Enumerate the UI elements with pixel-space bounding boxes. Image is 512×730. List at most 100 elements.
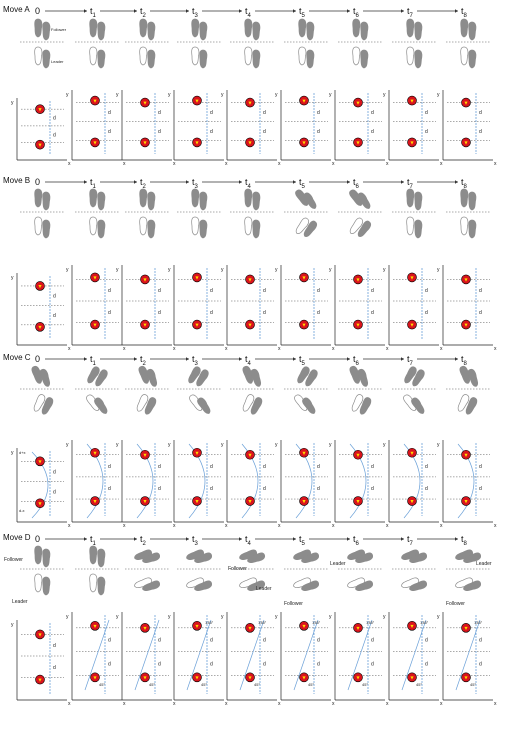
foot-shape: [349, 217, 364, 234]
follower-marker: [407, 95, 417, 106]
leader-foot-icon: [457, 394, 470, 412]
marker-arrow: [93, 624, 97, 629]
foot-shape: [294, 394, 308, 411]
foot-shape: [147, 191, 156, 211]
follower-label: Follower: [446, 601, 465, 607]
follower-label: Follower: [51, 27, 67, 32]
marker-arrow: [195, 451, 199, 455]
distance-label: d: [371, 464, 374, 470]
distance-label: d: [263, 464, 266, 470]
foot-shape: [97, 21, 106, 41]
foot-shape: [41, 397, 54, 415]
leader-marker: [461, 672, 471, 683]
leader-foot-icon: [194, 580, 213, 592]
leader-marker: [245, 319, 255, 330]
marker-arrow: [195, 323, 199, 327]
foot-shape: [460, 18, 469, 38]
foot-shape: [89, 46, 98, 66]
leader-foot-icon: [303, 220, 318, 237]
distance-label: d: [317, 464, 320, 470]
x-axis-label: x: [494, 346, 497, 352]
foot-shape: [244, 216, 253, 236]
y-axis-label: y: [221, 267, 224, 273]
timeline-arrowhead: [84, 180, 87, 184]
leader-foot-icon: [97, 219, 106, 239]
follower-foot-icon: [463, 552, 482, 564]
leader-foot-icon: [147, 49, 156, 69]
marker-arrow: [356, 278, 360, 282]
time-label-base: t: [407, 354, 410, 364]
leader-foot-icon: [142, 580, 161, 592]
time-label: t7: [407, 354, 414, 367]
leader-foot-icon: [199, 49, 208, 69]
marker-arrow: [143, 323, 147, 327]
x-axis-label: x: [225, 346, 228, 352]
distance-label: d: [108, 310, 111, 316]
distance-label: d: [210, 310, 213, 316]
y-axis-label: y: [383, 614, 386, 620]
follower-foot-icon: [355, 552, 374, 564]
y-axis-label: y: [329, 614, 332, 620]
angle-label: 45°: [201, 682, 207, 687]
angle-label: 135°: [474, 620, 483, 625]
foot-shape: [191, 18, 200, 38]
leader-foot-icon: [460, 216, 469, 236]
time-label-base: t: [299, 177, 302, 187]
y-axis-label: y: [221, 92, 224, 98]
marker-arrow: [302, 323, 306, 327]
follower-foot-icon: [412, 369, 425, 387]
time-label: t5: [299, 177, 306, 190]
timeline-arrowhead: [239, 9, 242, 13]
marker-arrow: [464, 453, 468, 457]
y-axis-label: y: [437, 92, 440, 98]
time-label-sub: 8: [464, 13, 468, 19]
move-label: Move D: [3, 533, 31, 542]
foot-shape: [42, 219, 51, 239]
marker-arrow: [356, 626, 360, 631]
foot-shape: [191, 46, 200, 66]
leader-foot-icon: [406, 216, 415, 236]
marker-arrow: [38, 143, 42, 147]
y-axis-label: y: [275, 442, 278, 448]
leader-marker: [140, 496, 150, 506]
foot-shape: [305, 369, 318, 387]
foot-shape: [189, 394, 203, 411]
leader-marker: [192, 496, 202, 506]
distance-label: d: [158, 638, 161, 644]
follower-marker: [299, 621, 309, 631]
distance-label: d: [425, 464, 428, 470]
foot-shape: [412, 369, 425, 387]
follower-marker: [461, 449, 471, 460]
foot-shape: [406, 46, 415, 66]
time-label: t3: [192, 177, 199, 190]
leader-foot-icon: [468, 49, 477, 69]
leader-marker: [407, 672, 417, 683]
follower-foot-icon: [252, 191, 261, 211]
leader-marker: [353, 319, 363, 330]
follower-marker: [245, 97, 255, 108]
distance-label: d: [158, 288, 161, 294]
follower-foot-icon: [406, 188, 415, 208]
foot-shape: [351, 394, 364, 412]
foot-shape: [97, 191, 106, 211]
foot-shape: [303, 192, 317, 209]
marker-arrow: [302, 99, 306, 103]
foot-shape: [252, 21, 261, 41]
time-label: 0: [35, 6, 40, 16]
leader-foot-icon: [355, 580, 374, 592]
marker-arrow: [143, 141, 147, 145]
timeline-arrowhead: [401, 357, 404, 361]
time-label-base: t: [407, 534, 410, 544]
leader-marker: [140, 672, 150, 683]
distance-label: d: [158, 129, 161, 135]
follower-label: Follower: [284, 601, 303, 607]
